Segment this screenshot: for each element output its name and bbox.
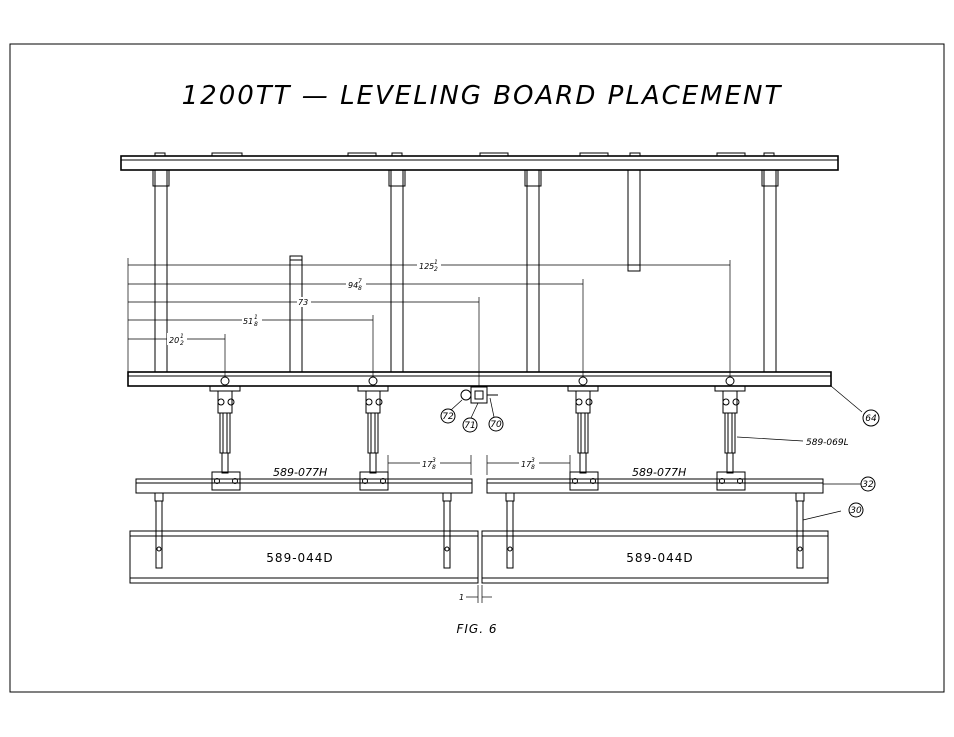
callout-32: 32: [861, 477, 875, 491]
vertical-posts: [153, 170, 778, 372]
dimension-94-seven-eighths: 94 7 8: [346, 278, 366, 292]
dimension-17-left: 17 3 8: [388, 455, 471, 475]
svg-text:2: 2: [434, 266, 438, 273]
drawing-border: [10, 44, 944, 692]
board-right-label: 589-044D: [626, 551, 693, 565]
svg-text:3: 3: [432, 457, 436, 464]
dimension-73: 73: [297, 297, 311, 307]
callout-72: 72: [441, 409, 455, 423]
svg-text:73: 73: [298, 298, 308, 307]
lower-beam: [128, 372, 862, 412]
svg-text:20: 20: [169, 336, 179, 345]
svg-text:1: 1: [180, 333, 184, 340]
dimension-51-eighth: 51 1 8: [242, 314, 262, 328]
cylinder-2: [358, 377, 388, 490]
bracket-leader: [803, 511, 841, 520]
cylinder-3: [568, 377, 598, 490]
svg-text:8: 8: [531, 464, 535, 471]
svg-text:3: 3: [531, 457, 535, 464]
svg-text:8: 8: [432, 464, 436, 471]
dimension-20-half: 20 1 2: [167, 333, 187, 347]
board-left-label: 589-044D: [266, 551, 333, 565]
svg-text:32: 32: [862, 480, 874, 490]
dimension-lines: [128, 258, 730, 386]
svg-text:64: 64: [865, 414, 877, 424]
svg-text:51: 51: [243, 317, 253, 326]
figure-label: FIG. 6: [456, 622, 497, 636]
svg-text:30: 30: [850, 506, 862, 516]
rail-left-label: 589-077H: [273, 466, 327, 479]
svg-text:7: 7: [358, 278, 362, 285]
svg-text:71: 71: [464, 421, 475, 431]
callout-30: 30: [849, 503, 863, 517]
svg-text:1: 1: [434, 259, 438, 266]
cylinder-4: [715, 377, 745, 490]
cylinder-1: [210, 377, 240, 490]
cylinder-leader: [737, 437, 803, 441]
cylinder-part-label: 589-069L: [806, 438, 849, 448]
drawing-title: 1200TT — LEVELING BOARD PLACEMENT: [182, 81, 783, 111]
gap-dimension: 1: [459, 585, 492, 603]
svg-text:72: 72: [442, 412, 454, 422]
svg-text:2: 2: [180, 340, 184, 347]
dimension-125-half: 125 1 2: [417, 259, 441, 273]
svg-text:94: 94: [348, 281, 358, 290]
svg-text:1: 1: [254, 314, 258, 321]
callout-64: 64: [863, 410, 879, 426]
svg-text:1: 1: [459, 593, 464, 602]
svg-text:70: 70: [490, 420, 502, 430]
dimension-17-right: 17 3 8: [487, 455, 570, 475]
callout-70: 70: [489, 417, 503, 431]
svg-text:125: 125: [419, 262, 434, 271]
svg-text:8: 8: [358, 285, 362, 292]
svg-text:8: 8: [254, 321, 258, 328]
rail-right-label: 589-077H: [632, 466, 686, 479]
switch-assembly: [451, 387, 498, 418]
rail-right: [487, 479, 823, 493]
top-beam: [121, 153, 838, 170]
rail-left: [136, 479, 472, 493]
callout-71: 71: [463, 418, 477, 432]
